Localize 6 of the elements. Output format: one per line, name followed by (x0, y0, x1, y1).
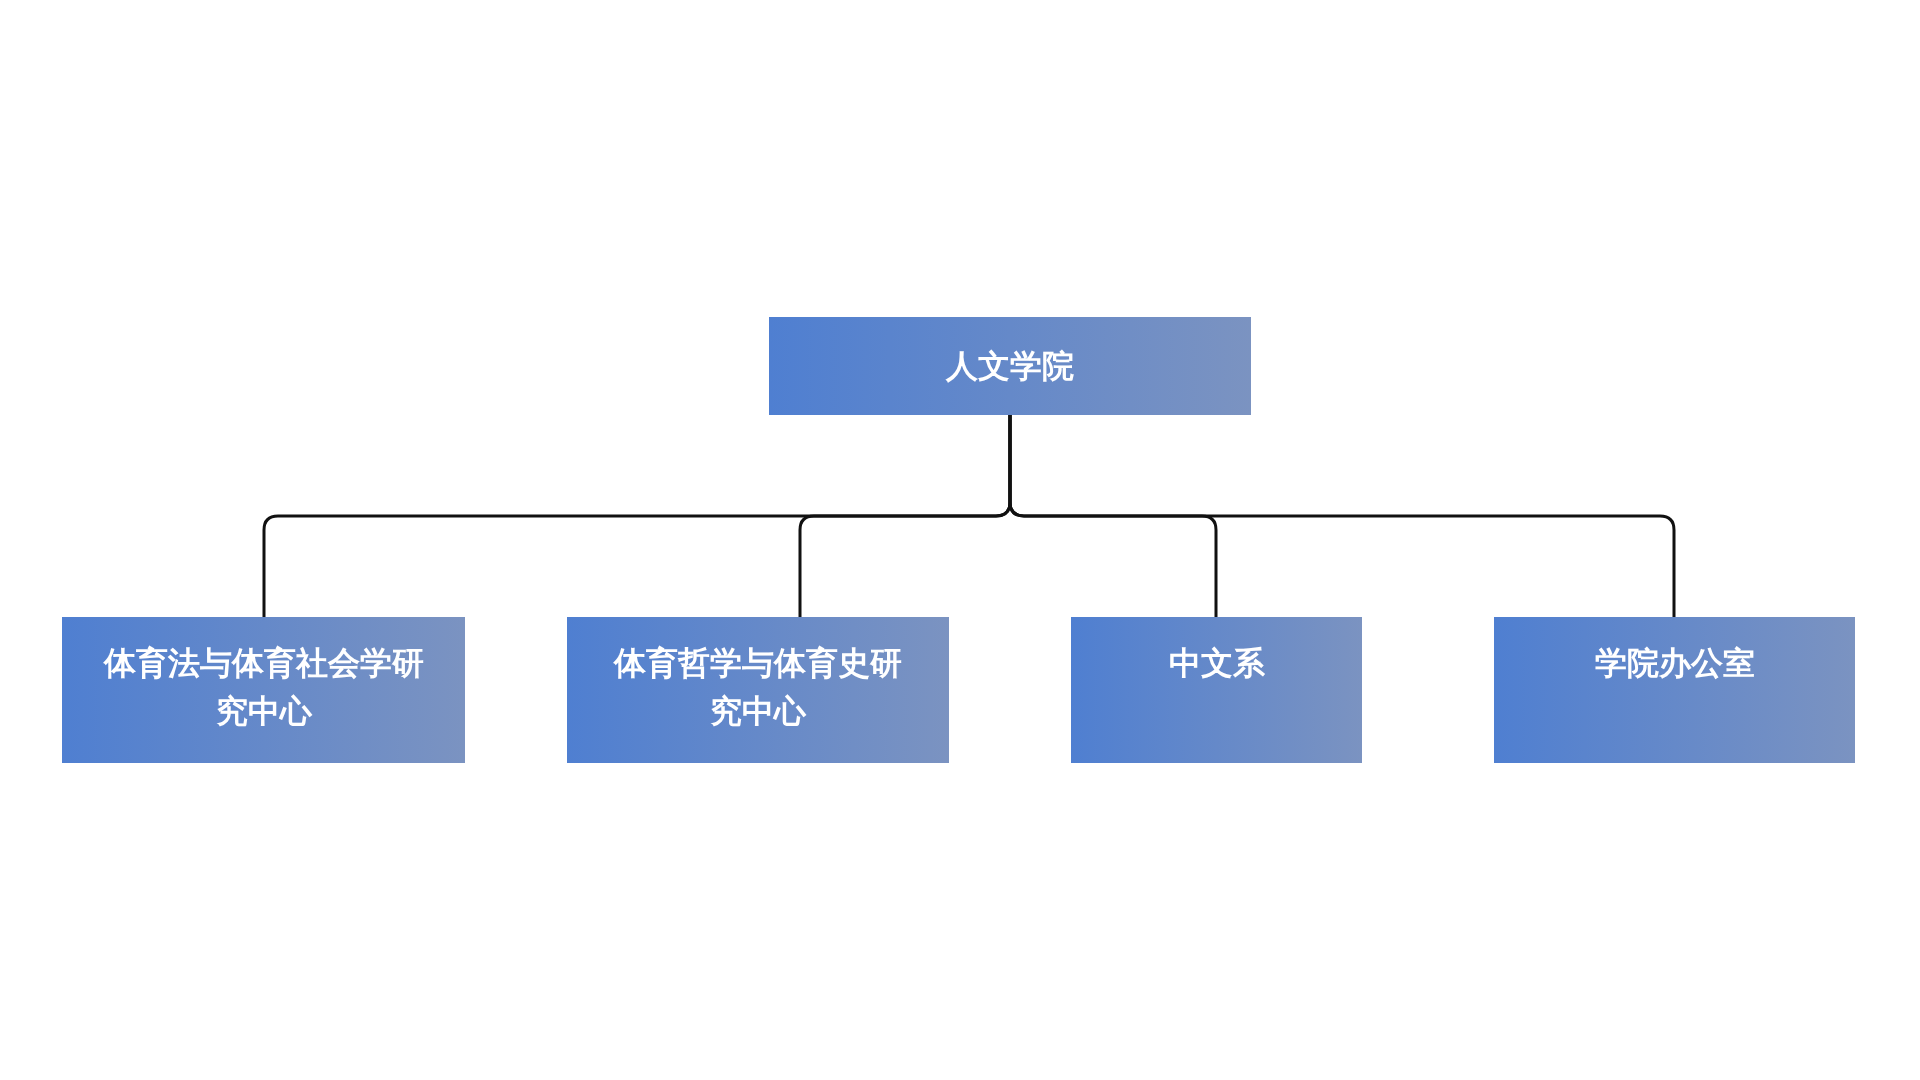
org-box: 体育法与体育社会学研究中心 (62, 617, 465, 763)
org-box: 体育哲学与体育史研究中心 (567, 617, 949, 763)
org-box: 中文系 (1071, 617, 1362, 763)
org-box: 人文学院 (769, 317, 1251, 415)
org-box: 学院办公室 (1494, 617, 1855, 763)
connector-line (1008, 415, 1676, 617)
